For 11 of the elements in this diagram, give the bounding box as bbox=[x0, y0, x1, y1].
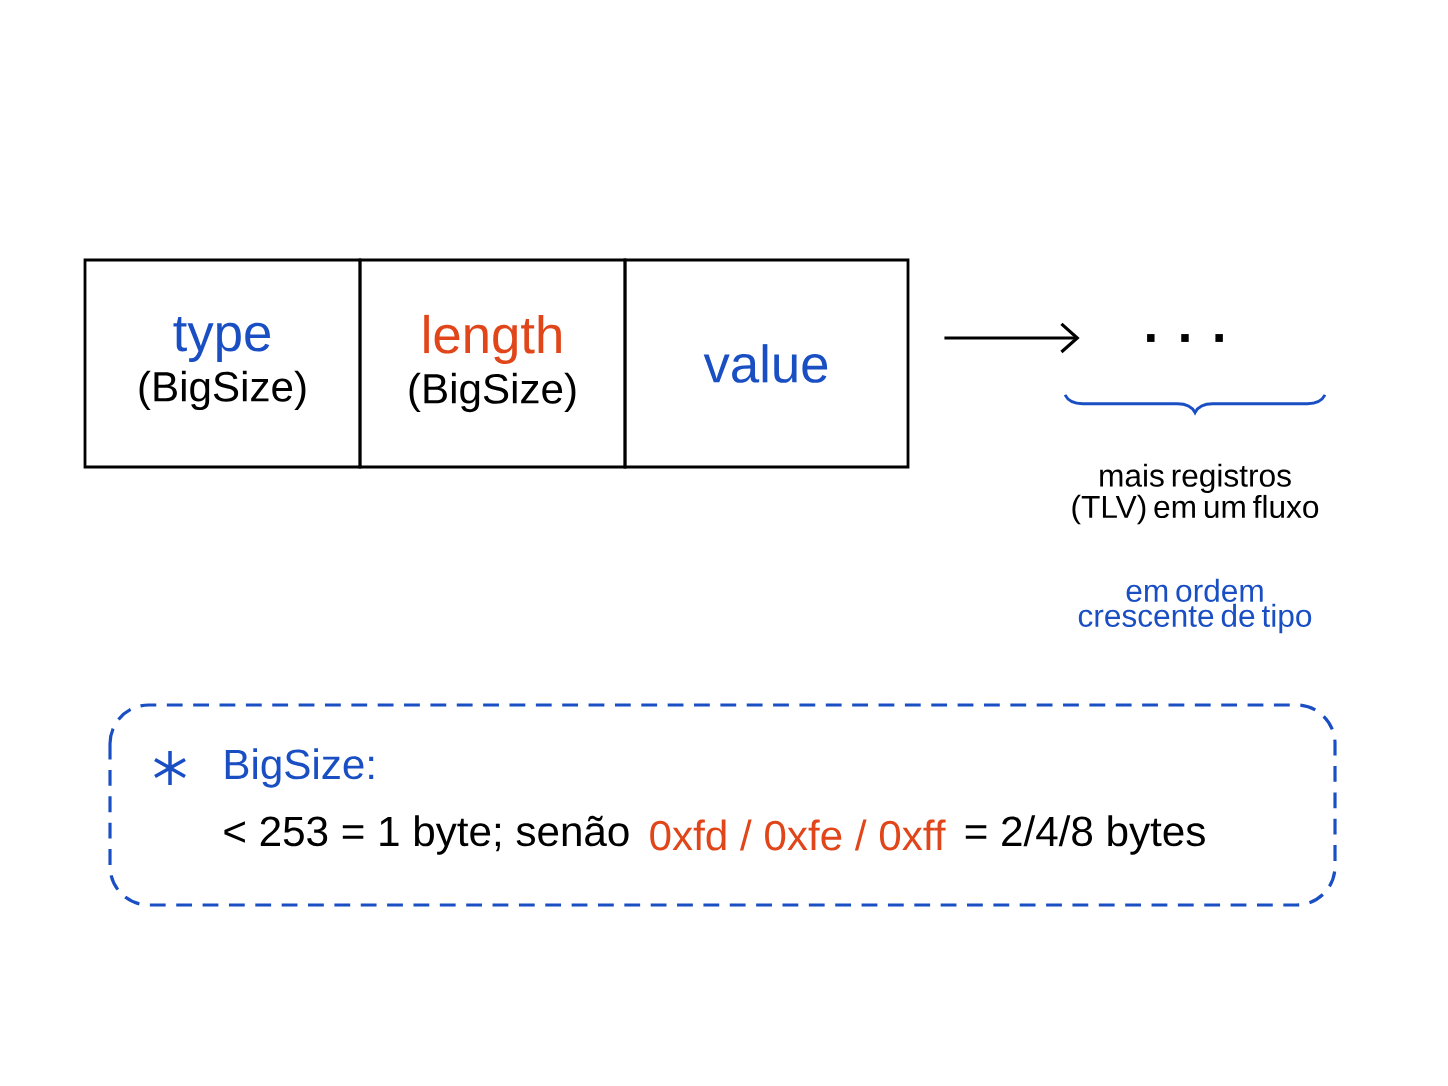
note-text: < 253 = 1 byte; senão bbox=[224, 815, 629, 855]
ellipsis: . . . bbox=[1147, 334, 1223, 342]
note-text: 0xfd / 0xfe / 0xff bbox=[650, 819, 946, 851]
note-text: = 2/4/8 bytes bbox=[965, 815, 1205, 855]
arrow bbox=[944, 322, 1080, 354]
field-box: length (BigSize) bbox=[358, 258, 627, 469]
node-label: em ordem crescente de tipo bbox=[1078, 578, 1312, 634]
field-box: value bbox=[623, 258, 910, 469]
node-label: mais registros (TLV) em um fluxo bbox=[1072, 463, 1319, 525]
note-text: BigSize: bbox=[225, 748, 374, 788]
field-box: type (BigSize) bbox=[83, 258, 362, 469]
